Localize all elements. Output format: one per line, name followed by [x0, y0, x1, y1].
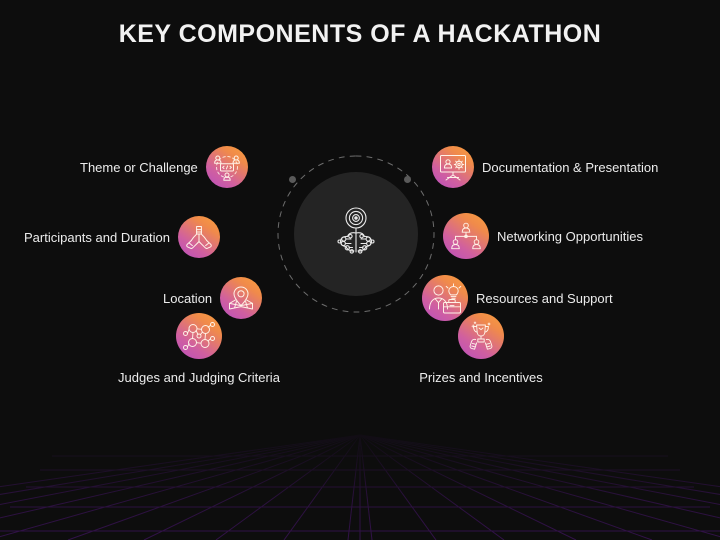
component-resources-and-support[interactable]: Resources and Support — [422, 275, 613, 321]
page-title: KEY COMPONENTS OF A HACKATHON — [118, 20, 602, 48]
component-label: Participants and Duration — [24, 229, 170, 245]
component-label: Judges and Judging Criteria — [118, 370, 280, 385]
component-label: Documentation & Presentation — [482, 159, 659, 175]
people-network-icon[interactable] — [443, 213, 489, 259]
center-hub — [274, 152, 438, 316]
ring-dot-left — [289, 176, 296, 183]
team-code-collaboration-icon[interactable] — [205, 146, 248, 188]
dashed-ring — [277, 155, 435, 313]
component-label: Location — [163, 290, 213, 306]
network-nodes-icon[interactable] — [176, 313, 222, 359]
component-participants-and-duration[interactable]: Participants and Duration — [24, 216, 220, 258]
trophy-in-hands-icon[interactable] — [458, 313, 504, 359]
ring-dot-right — [404, 176, 411, 183]
component-label: Resources and Support — [476, 290, 613, 306]
ai-brain-target-icon — [337, 207, 375, 254]
component-label: Theme or Challenge — [80, 159, 198, 175]
component-prizes-and-incentives[interactable]: Prizes and Incentives — [387, 313, 575, 385]
presentation-board-icon[interactable] — [432, 146, 474, 188]
map-pin-icon[interactable] — [220, 277, 263, 319]
component-judges-and-judging-criteria[interactable]: Judges and Judging Criteria — [103, 313, 295, 385]
component-label: Prizes and Incentives — [419, 370, 543, 385]
component-theme-or-challenge[interactable]: Theme or Challenge — [80, 146, 248, 188]
person-idea-briefcase-icon[interactable] — [422, 275, 468, 321]
component-label: Networking Opportunities — [497, 228, 643, 244]
component-networking-opportunities[interactable]: Networking Opportunities — [443, 213, 643, 259]
handshake-icon[interactable] — [177, 216, 220, 258]
perspective-grid-floor — [0, 430, 720, 540]
component-documentation-and-presentation[interactable]: Documentation & Presentation — [432, 146, 658, 188]
component-location[interactable]: Location — [163, 277, 263, 319]
